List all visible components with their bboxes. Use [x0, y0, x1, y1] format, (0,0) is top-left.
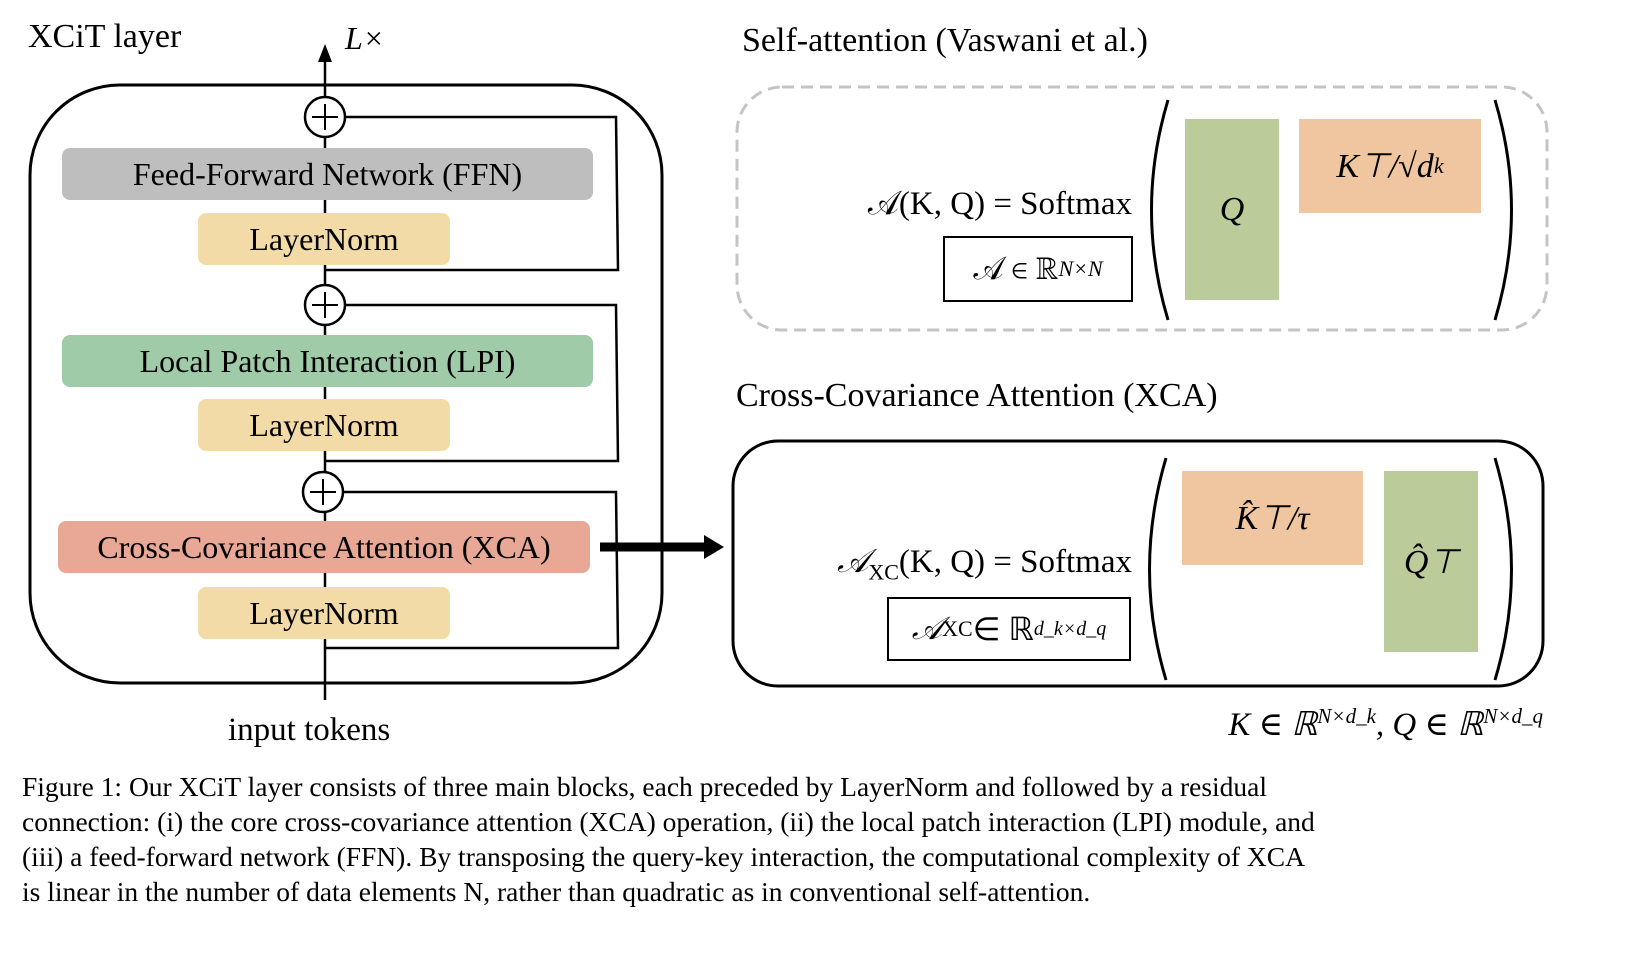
- right-paren-sa: [1493, 99, 1513, 321]
- lpi-block: Local Patch Interaction (LPI): [62, 335, 593, 387]
- shape-sep: ,: [1375, 707, 1393, 743]
- caption-line-4: is linear in the number of data elements…: [22, 876, 1091, 907]
- xcit-layer-title: XCiT layer: [28, 18, 182, 55]
- left-paren-sa: [1150, 99, 1170, 321]
- key-sub: k: [1433, 153, 1444, 178]
- xca-frame: [731, 439, 1545, 688]
- residual-add-1: [303, 95, 347, 139]
- repeat-label: L×: [345, 20, 385, 56]
- shape-note: K ∈ ℝN×d_k, Q ∈ ℝN×d_q: [1228, 704, 1543, 744]
- normalized-key-matrix: K̂⊤/τ: [1182, 471, 1363, 565]
- xca-formula-sub: XC: [868, 559, 899, 585]
- k-shape: K ∈ ℝ: [1228, 707, 1318, 743]
- left-paren-xca: [1148, 457, 1168, 681]
- xcit-layer-frame: [28, 83, 664, 685]
- input-tokens-label: input tokens: [228, 712, 391, 748]
- q-shape-sup: N×d_q: [1483, 704, 1543, 728]
- query-matrix: Q: [1185, 119, 1279, 300]
- xca-dims-sub: XC: [942, 616, 973, 641]
- dims-sup: N×N: [1058, 256, 1103, 281]
- residual-add-2: [303, 283, 347, 327]
- caption-line-2: connection: (i) the core cross-covarianc…: [22, 806, 1315, 837]
- caption-line-3: (iii) a feed-forward network (FFN). By t…: [22, 841, 1305, 872]
- self-attention-formula: 𝒜(K, Q) = Softmax: [867, 186, 1132, 222]
- xca-formula: 𝒜XC(K, Q) = Softmax: [837, 544, 1132, 586]
- xca-dims-sup: d_k×d_q: [1033, 617, 1107, 640]
- layernorm-block-xca: LayerNorm: [198, 587, 450, 639]
- residual-ffn: [325, 115, 620, 272]
- q-shape: Q ∈ ℝ: [1392, 707, 1484, 743]
- right-paren-xca: [1493, 457, 1513, 681]
- caption-line-1: Figure 1: Our XCiT layer consists of thr…: [22, 771, 1268, 802]
- residual-add-3: [301, 470, 345, 514]
- output-arrow-head: [318, 44, 332, 62]
- residual-lpi: [325, 303, 620, 463]
- xca-dims-a: 𝒜: [911, 610, 943, 646]
- xca-block: Cross-Covariance Attention (XCA): [58, 521, 590, 573]
- k-shape-sup: N×d_k: [1317, 704, 1376, 728]
- dims-base: 𝒜 ∈ ℝ: [973, 250, 1059, 286]
- layernorm-block-lpi: LayerNorm: [198, 399, 450, 451]
- key-label: K⊤/√d: [1336, 148, 1434, 185]
- residual-xca: [325, 490, 620, 650]
- xca-detail-arrow-head: [704, 535, 724, 559]
- xca-formula-rest: (K, Q) = Softmax: [898, 544, 1132, 580]
- self-attention-title: Self-attention (Vaswani et al.): [742, 22, 1148, 59]
- normalized-query-matrix: Q̂⊤: [1384, 471, 1478, 652]
- layernorm-block-ffn: LayerNorm: [198, 213, 450, 265]
- ffn-block: Feed-Forward Network (FFN): [62, 148, 593, 200]
- xca-title: Cross-Covariance Attention (XCA): [736, 377, 1218, 414]
- xca-dims-rest: ∈ ℝ: [972, 611, 1034, 647]
- self-attention-frame: [735, 85, 1549, 332]
- xca-formula-a: 𝒜: [837, 544, 869, 580]
